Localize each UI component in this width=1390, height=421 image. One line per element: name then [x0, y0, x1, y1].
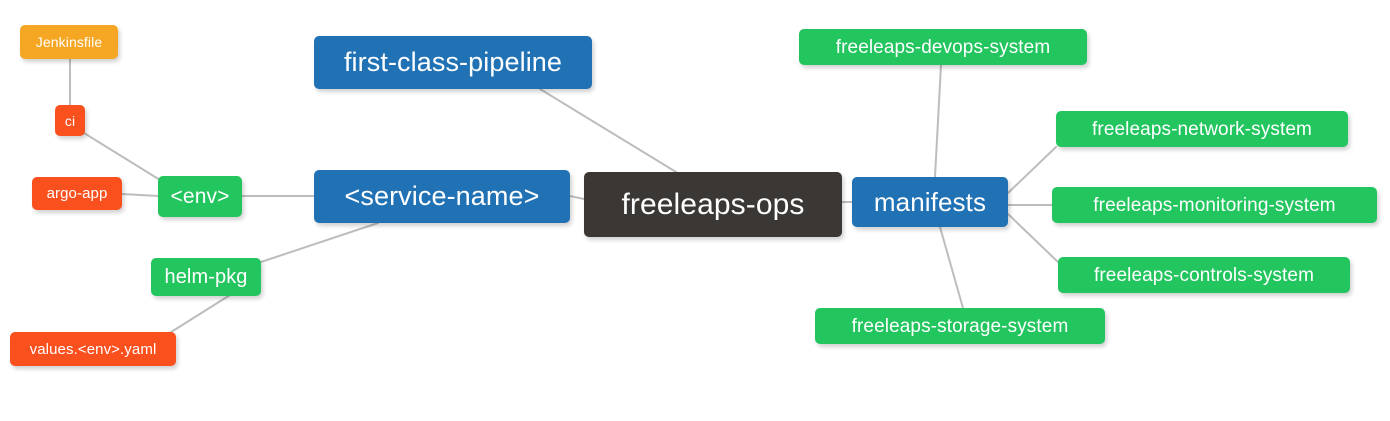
edge-ci-to-env — [83, 132, 161, 181]
node-helm-pkg[interactable]: helm-pkg — [151, 258, 261, 296]
edge-values-yaml-to-helm-pkg — [167, 289, 239, 335]
node-freeleaps-controls-system[interactable]: freeleaps-controls-system — [1058, 257, 1350, 293]
node-manifests[interactable]: manifests — [852, 177, 1008, 227]
edge-manifests-to-freeleaps-network-system — [1007, 146, 1057, 194]
node-freeleaps-storage-system[interactable]: freeleaps-storage-system — [815, 308, 1105, 344]
node-values-yaml[interactable]: values.<env>.yaml — [10, 332, 176, 366]
node-freeleaps-ops[interactable]: freeleaps-ops — [584, 172, 842, 237]
edge-helm-pkg-to-service-name — [257, 222, 379, 264]
edge-manifests-to-freeleaps-storage-system — [939, 226, 964, 309]
edge-service-name-to-freeleaps-ops — [569, 195, 585, 200]
node-env[interactable]: <env> — [158, 176, 242, 217]
node-freeleaps-network-system[interactable]: freeleaps-network-system — [1056, 111, 1348, 147]
node-freeleaps-devops-system[interactable]: freeleaps-devops-system — [799, 29, 1087, 65]
edge-argo-app-to-env — [121, 193, 159, 197]
edge-manifests-to-freeleaps-devops-system — [934, 64, 942, 178]
node-ci[interactable]: ci — [55, 105, 85, 136]
edge-first-class-pipeline-to-freeleaps-ops — [539, 88, 677, 173]
node-argo-app[interactable]: argo-app — [32, 177, 122, 210]
node-jenkinsfile[interactable]: Jenkinsfile — [20, 25, 118, 59]
edge-manifests-to-freeleaps-controls-system — [1007, 213, 1059, 263]
node-first-class-pipeline[interactable]: first-class-pipeline — [314, 36, 592, 89]
node-service-name[interactable]: <service-name> — [314, 170, 570, 223]
node-freeleaps-monitoring-system[interactable]: freeleaps-monitoring-system — [1052, 187, 1377, 223]
